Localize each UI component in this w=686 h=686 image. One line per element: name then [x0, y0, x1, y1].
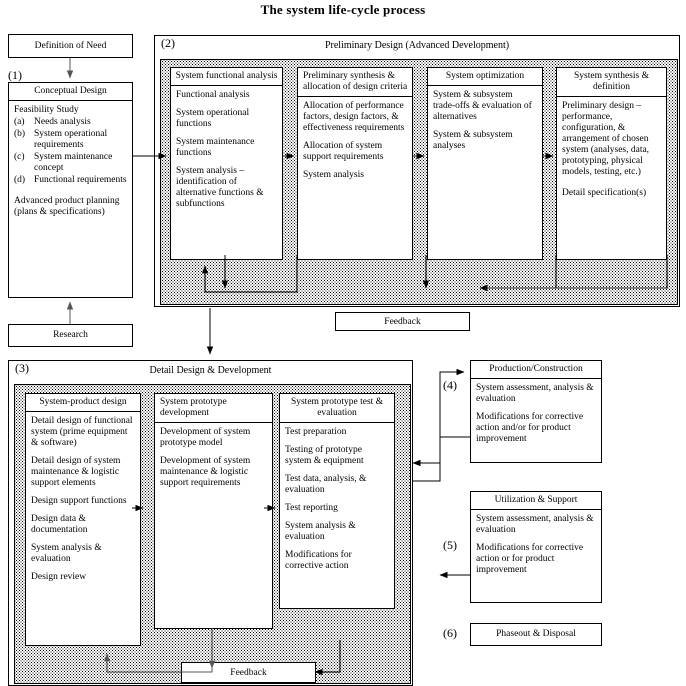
list-item-text: System operational requirements	[34, 128, 108, 151]
body-item: Test data, analysis, & evaluation	[285, 474, 367, 495]
list-item: (d) Functional requirements	[14, 175, 127, 187]
system-functional-analysis-box: System functional analysis Functional an…	[170, 67, 283, 260]
system-optimization-body: System & subsystem trade-offs & evaluati…	[428, 86, 542, 156]
system-optimization-box: System optimization System & subsystem t…	[427, 67, 543, 260]
body-item: Testing of prototype system & equipment	[285, 445, 364, 466]
utilization-support-header: Utilization & Support	[471, 492, 601, 510]
definition-of-need-label: Definition of Need	[34, 40, 107, 51]
stage-4-number: (4)	[443, 378, 457, 392]
body-item: Modifications for corrective action and/…	[476, 412, 584, 444]
phaseout-disposal-label: Phaseout & Disposal	[496, 629, 576, 639]
list-item-text: Functional requirements	[34, 174, 127, 185]
system-synthesis-definition-body: Preliminary design – performance, config…	[557, 97, 666, 203]
body-item: Detail design of functional system (prim…	[31, 416, 133, 448]
utilization-support-body: System assessment, analysis & evaluation…	[471, 510, 601, 580]
advanced-product-planning-text: Advanced product planning (plans & speci…	[14, 196, 120, 217]
utilization-support-box: Utilization & Support System assessment,…	[470, 491, 602, 603]
page-title: The system life-cycle process	[260, 2, 426, 17]
body-item: Detail specification(s)	[562, 188, 647, 198]
system-synthesis-definition-box: System synthesis & definition Preliminar…	[556, 67, 667, 260]
body-item: System & subsystem analyses	[433, 130, 513, 151]
body-item: System analysis & evaluation	[31, 543, 102, 564]
stage-6-number: (6)	[443, 626, 457, 640]
preliminary-design-header-bar: Preliminary Design (Advanced Development…	[155, 36, 679, 62]
detail-design-container: Detail Design & Development (3) System-p…	[8, 360, 413, 686]
detail-design-header: Detail Design & Development	[149, 365, 272, 376]
system-product-design-header: System-product design	[26, 394, 140, 412]
body-item: System maintenance functions	[176, 137, 255, 158]
list-item: (b) System operational requirements	[14, 129, 127, 152]
body-item: Development of system prototype model	[160, 427, 251, 448]
research-box: Research	[8, 324, 133, 347]
system-functional-analysis-body: Functional analysis System operational f…	[171, 86, 282, 214]
preliminary-design-container: Preliminary Design (Advanced Development…	[154, 35, 680, 331]
preliminary-synthesis-box: Preliminary synthesis & allocation of de…	[297, 67, 413, 260]
preliminary-synthesis-header: Preliminary synthesis & allocation of de…	[298, 68, 412, 97]
body-item: System & subsystem trade-offs & evaluati…	[433, 90, 532, 122]
body-item: Test preparation	[285, 427, 347, 437]
conceptual-design-header: Conceptual Design	[9, 83, 132, 101]
system-synthesis-definition-header: System synthesis & definition	[557, 68, 666, 97]
body-item: Allocation of system support requirement…	[303, 141, 384, 162]
body-item: Modifications for corrective action	[285, 550, 352, 571]
system-functional-analysis-header: System functional analysis	[171, 68, 282, 86]
system-optimization-header: System optimization	[428, 68, 542, 86]
stage-3-feedback-label: Feedback	[230, 667, 267, 678]
body-item: Development of system maintenance & logi…	[160, 456, 251, 488]
preliminary-synthesis-body: Allocation of performance factors, desig…	[298, 97, 412, 185]
stage-2-feedback-label: Feedback	[384, 316, 421, 327]
stage-5-number: (5)	[443, 538, 457, 552]
stage-2-feedback-box: Feedback	[335, 312, 470, 331]
stage-3-feedback-box: Feedback	[181, 662, 316, 683]
list-item-label: (a)	[14, 117, 25, 127]
body-item: Test reporting	[285, 503, 338, 513]
body-item: Preliminary design – performance, config…	[562, 101, 650, 177]
list-item-label: (d)	[14, 174, 26, 185]
system-product-design-body: Detail design of functional system (prim…	[26, 412, 140, 587]
body-item: Detail design of system maintenance & lo…	[31, 456, 121, 488]
body-item: System analysis & evaluation	[285, 521, 356, 542]
conceptual-design-ordered-list: (a) Needs analysis (b) System operationa…	[14, 117, 127, 186]
system-prototype-test-body: Test preparation Testing of prototype sy…	[280, 423, 394, 576]
definition-of-need-box: Definition of Need	[8, 34, 133, 58]
body-item: System operational functions	[176, 108, 250, 129]
system-prototype-development-box: System prototype development Development…	[154, 393, 273, 629]
preliminary-design-header: Preliminary Design (Advanced Development…	[324, 40, 510, 51]
phaseout-disposal-box: Phaseout & Disposal	[470, 623, 602, 646]
conceptual-design-body: Feasibility Study (a) Needs analysis (b)…	[9, 101, 132, 222]
stage-1-number: (1)	[8, 68, 22, 82]
list-item-label: (c)	[14, 151, 25, 162]
feasibility-study-lead: Feasibility Study	[14, 105, 79, 115]
list-item: (a) Needs analysis	[14, 117, 127, 129]
body-item: Design review	[31, 572, 87, 582]
system-product-design-box: System-product design Detail design of f…	[25, 393, 141, 646]
system-prototype-test-box: System prototype test & evaluation Test …	[279, 393, 395, 609]
stage-3-number: (3)	[15, 361, 29, 375]
body-item: System assessment, analysis & evaluation	[476, 514, 594, 535]
system-prototype-development-header: System prototype development	[155, 394, 272, 423]
body-item: System assessment, analysis & evaluation	[476, 383, 594, 404]
system-prototype-development-body: Development of system prototype model De…	[155, 423, 272, 493]
production-construction-box: Production/Construction System assessmen…	[470, 360, 602, 463]
body-item: Modifications for corrective action or f…	[476, 543, 584, 575]
list-item-text: Needs analysis	[34, 117, 91, 127]
conceptual-design-box: Conceptual Design Feasibility Study (a) …	[8, 82, 133, 298]
detail-design-header-bar: Detail Design & Development (3)	[9, 361, 412, 387]
production-construction-header: Production/Construction	[471, 361, 601, 379]
list-item: (c) System maintenance concept	[14, 152, 127, 175]
system-prototype-test-header: System prototype test & evaluation	[280, 394, 394, 423]
stage-2-number: (2)	[161, 36, 175, 50]
research-label: Research	[53, 330, 88, 340]
body-item: System analysis – identification of alte…	[176, 166, 264, 209]
body-item: Design support functions	[31, 496, 127, 506]
body-item: Functional analysis	[176, 90, 250, 100]
arrow-production-feedback	[412, 436, 470, 467]
body-item: Design data & documentation	[31, 514, 88, 535]
list-item-text: System maintenance concept	[34, 151, 113, 174]
body-item: System analysis	[303, 170, 364, 180]
body-item: Allocation of performance factors, desig…	[303, 101, 405, 133]
list-item-label: (b)	[14, 128, 26, 139]
production-construction-body: System assessment, analysis & evaluation…	[471, 379, 601, 449]
